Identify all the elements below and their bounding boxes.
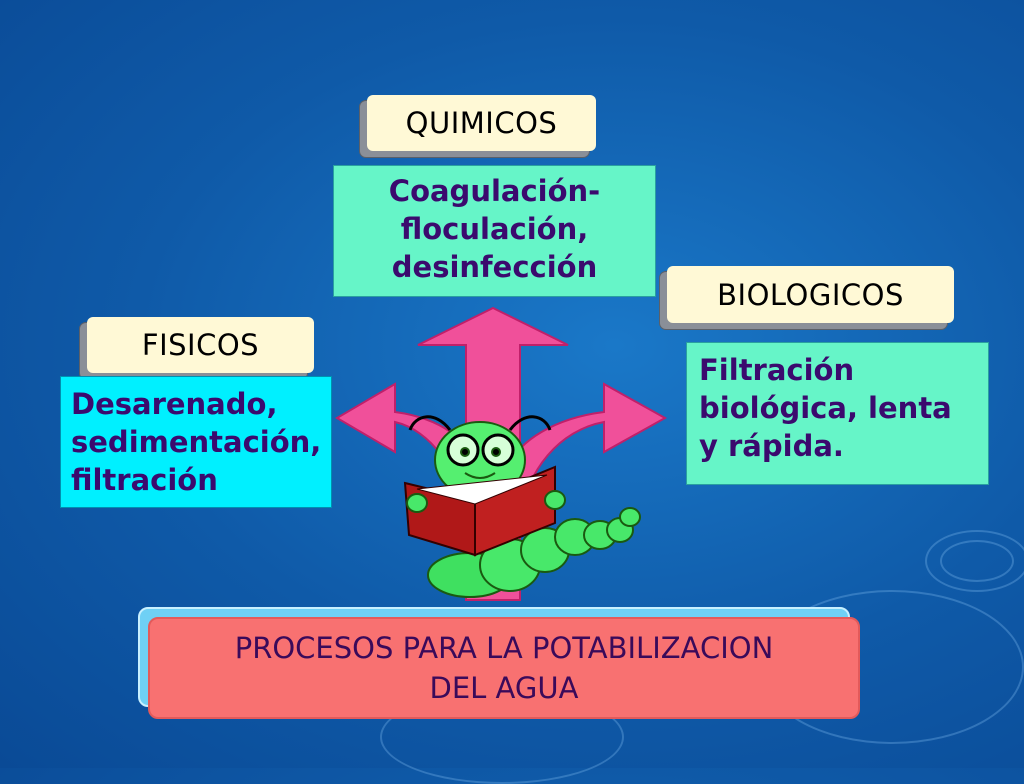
quimicos-line: desinfección	[391, 250, 598, 284]
fisicos-line: filtración	[71, 463, 218, 497]
fisicos-title-text: FISICOS	[141, 328, 260, 362]
quimicos-title: QUIMICOS	[367, 95, 596, 151]
fisicos-line: sedimentación,	[71, 425, 322, 459]
water-ripple	[925, 530, 1024, 592]
quimicos-line: Coagulación-	[388, 174, 601, 208]
biologicos-box: Filtración biológica, lenta y rápida.	[686, 342, 989, 485]
bottom-title-line1: PROCESOS PARA LA POTABILIZACION	[234, 631, 774, 665]
quimicos-box: Coagulación- floculación, desinfección	[333, 165, 656, 297]
bottom-title-box: PROCESOS PARA LA POTABILIZACION DEL AGUA	[148, 617, 860, 719]
biologicos-line: y rápida.	[699, 429, 844, 463]
quimicos-line: floculación,	[400, 212, 589, 246]
fisicos-line: Desarenado,	[71, 387, 278, 421]
quimicos-title-text: QUIMICOS	[405, 106, 558, 140]
fisicos-box: Desarenado, sedimentación, filtración	[60, 376, 332, 508]
bottom-title-line2: DEL AGUA	[429, 671, 579, 705]
biologicos-line: biológica, lenta	[699, 391, 952, 425]
biologicos-title: BIOLOGICOS	[667, 266, 954, 323]
bookworm-icon	[403, 415, 641, 598]
biologicos-line: Filtración	[699, 353, 855, 387]
fisicos-title: FISICOS	[87, 317, 314, 373]
biologicos-title-text: BIOLOGICOS	[717, 277, 904, 312]
